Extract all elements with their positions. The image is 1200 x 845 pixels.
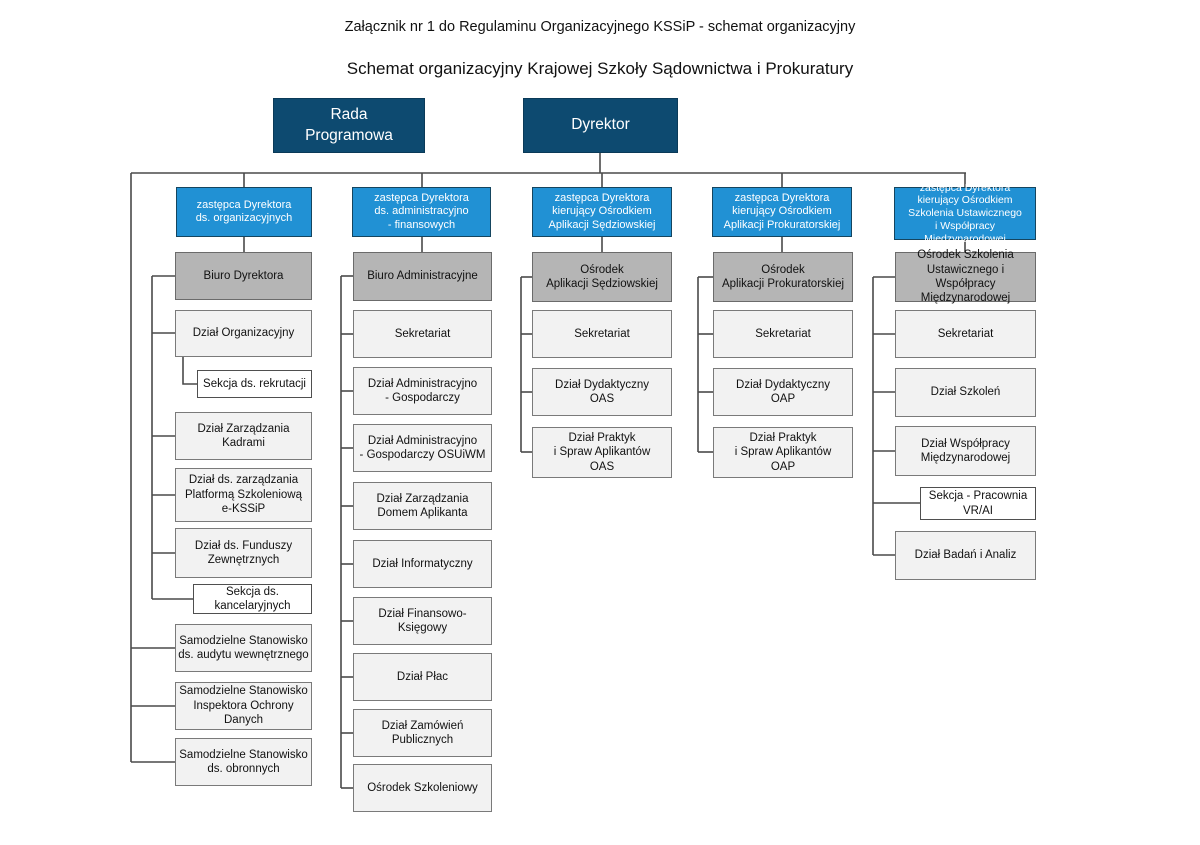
node-stanowisko-inspektora-ochrony-danych: Samodzielne Stanowisko Inspektora Ochron… — [175, 682, 312, 730]
node-zastepca-oas: zastępca Dyrektora kierujący Ośrodkiem A… — [532, 187, 672, 237]
node-sekretariat-oas: Sekretariat — [532, 310, 672, 358]
node-dzial-organizacyjny: Dział Organizacyjny — [175, 310, 312, 357]
node-sekcja-pracownia-vr-ai: Sekcja - Pracownia VR/AI — [920, 487, 1036, 520]
node-dzial-funduszy-zewnetrznych: Dział ds. Funduszy Zewnętrznych — [175, 528, 312, 578]
node-osrodek-aplikacji-sedziowskiej: Ośrodek Aplikacji Sędziowskiej — [532, 252, 672, 302]
node-dzial-zarzadzania-kadrami: Dział Zarządzania Kadrami — [175, 412, 312, 460]
node-dzial-dydaktyczny-oas: Dział Dydaktyczny OAS — [532, 368, 672, 416]
node-dzial-badan-i-analiz: Dział Badań i Analiz — [895, 531, 1036, 580]
node-dzial-administracyjno-gospodarczy-osuiwm: Dział Administracyjno - Gospodarczy OSUi… — [353, 424, 492, 472]
node-sekcja-rekrutacji: Sekcja ds. rekrutacji — [197, 370, 312, 398]
node-dzial-szkolen: Dział Szkoleń — [895, 368, 1036, 417]
node-dzial-zamowien-publicznych: Dział Zamówień Publicznych — [353, 709, 492, 757]
node-osrodek-aplikacji-prokuratorskiej: Ośrodek Aplikacji Prokuratorskiej — [713, 252, 853, 302]
node-osrodek-szkoleniowy: Ośrodek Szkoleniowy — [353, 764, 492, 812]
node-biuro-dyrektora: Biuro Dyrektora — [175, 252, 312, 300]
node-sekretariat-administracyjny: Sekretariat — [353, 310, 492, 358]
node-biuro-administracyjne: Biuro Administracyjne — [353, 252, 492, 301]
node-stanowisko-obronnych: Samodzielne Stanowisko ds. obronnych — [175, 738, 312, 786]
node-zastepca-osuiwm: zastępca Dyrektora kierujący Ośrodkiem S… — [894, 182, 1036, 245]
node-dzial-informatyczny: Dział Informatyczny — [353, 540, 492, 588]
node-dzial-praktyk-oas: Dział Praktyk i Spraw Aplikantów OAS — [532, 427, 672, 478]
node-dzial-dydaktyczny-oap: Dział Dydaktyczny OAP — [713, 368, 853, 416]
node-sekretariat-oap: Sekretariat — [713, 310, 853, 358]
node-dzial-plac: Dział Płac — [353, 653, 492, 701]
node-stanowisko-audytu-wewnetrznego: Samodzielne Stanowisko ds. audytu wewnęt… — [175, 624, 312, 672]
node-dzial-domu-aplikanta: Dział Zarządzania Domem Aplikanta — [353, 482, 492, 530]
node-dzial-praktyk-oap: Dział Praktyk i Spraw Aplikantów OAP — [713, 427, 853, 478]
node-sekcja-kancelaryjnych: Sekcja ds. kancelaryjnych — [193, 584, 312, 614]
node-rada-programowa: Rada Programowa — [273, 98, 425, 153]
node-osrodek-szkolenia-ustawicznego: Ośrodek Szkolenia Ustawicznego i Współpr… — [895, 249, 1036, 304]
attachment-title: Załącznik nr 1 do Regulaminu Organizacyj… — [344, 19, 856, 35]
node-zastepca-organizacyjny: zastępca Dyrektora ds. organizacyjnych — [176, 187, 312, 237]
node-sekretariat-osuiwm: Sekretariat — [895, 310, 1036, 358]
node-dyrektor: Dyrektor — [523, 98, 678, 153]
node-dzial-finansowo-ksiegowy: Dział Finansowo-Księgowy — [353, 597, 492, 645]
node-dzial-platforma-ekssip: Dział ds. zarządzania Platformą Szkoleni… — [175, 468, 312, 522]
node-zastepca-administracyjno-finansowy: zastępca Dyrektora ds. administracyjno -… — [352, 187, 491, 237]
chart-title: Schemat organizacyjny Krajowej Szkoły Są… — [346, 59, 854, 78]
node-dzial-wspolpracy-miedzynarodowej: Dział Współpracy Międzynarodowej — [895, 426, 1036, 476]
node-zastepca-oap: zastępca Dyrektora kierujący Ośrodkiem A… — [712, 187, 852, 237]
node-dzial-administracyjno-gospodarczy: Dział Administracyjno - Gospodarczy — [353, 367, 492, 415]
